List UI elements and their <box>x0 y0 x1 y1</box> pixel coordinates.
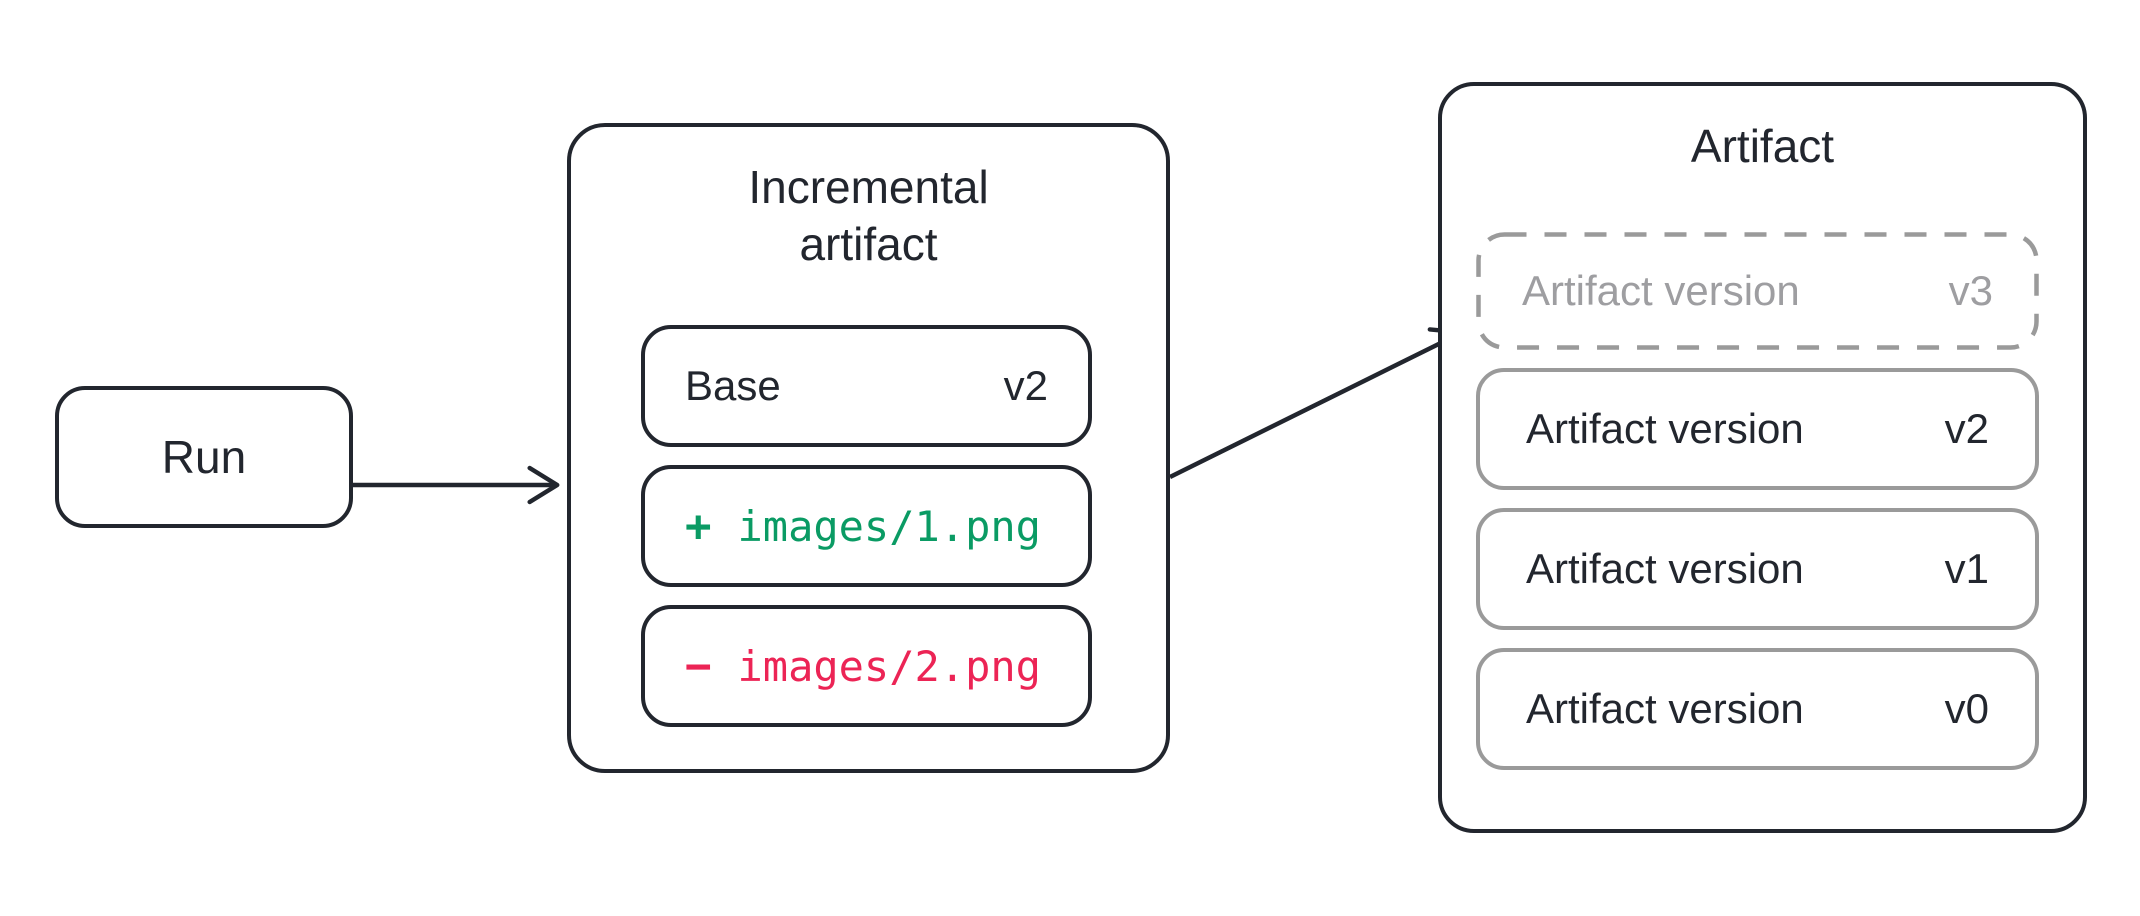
incremental-title-line2: artifact <box>799 218 938 270</box>
artifact-version-label: Artifact version <box>1522 267 1800 314</box>
removed-file-row: − images/2.png <box>641 605 1092 727</box>
removed-file-path: images/2.png <box>737 641 1041 691</box>
artifact-version-row: Artifact version v0 <box>1476 648 2039 770</box>
dashed-outline <box>1476 232 2039 350</box>
incremental-artifact-title: Incremental artifact <box>571 159 1166 273</box>
plus-icon: + <box>685 500 712 552</box>
run-node: Run <box>55 386 353 528</box>
incremental-to-artifact-arrow <box>1169 327 1465 480</box>
incremental-artifact-node: Incremental artifact Base v2 + images/1.… <box>567 123 1170 773</box>
artifact-title: Artifact <box>1690 120 1835 172</box>
artifact-version-label: Artifact version <box>1526 405 1804 452</box>
base-version-row: Base v2 <box>641 325 1092 447</box>
artifact-version-label: Artifact version <box>1526 545 1804 592</box>
artifact-version-row: Artifact version v2 <box>1476 368 2039 490</box>
added-file-path: images/1.png <box>737 501 1041 551</box>
artifact-node: Artifact Artifact version v3 Artifact ve… <box>1438 82 2087 833</box>
minus-icon: − <box>685 640 712 692</box>
artifact-version-row: Artifact version v1 <box>1476 508 2039 630</box>
base-version-tag: v2 <box>1003 362 1048 409</box>
artifact-version-tag: v1 <box>1944 545 1989 592</box>
artifact-version-row-pending: Artifact version v3 <box>1476 232 2039 350</box>
artifact-version-tag: v0 <box>1944 685 1989 732</box>
added-file-row: + images/1.png <box>641 465 1092 587</box>
artifact-version-label: Artifact version <box>1526 685 1804 732</box>
base-label: Base <box>685 362 781 409</box>
artifact-version-tag: v2 <box>1944 405 1989 452</box>
artifact-version-tag: v3 <box>1948 267 1993 314</box>
incremental-title-line1: Incremental <box>748 161 989 213</box>
run-label: Run <box>161 431 247 483</box>
